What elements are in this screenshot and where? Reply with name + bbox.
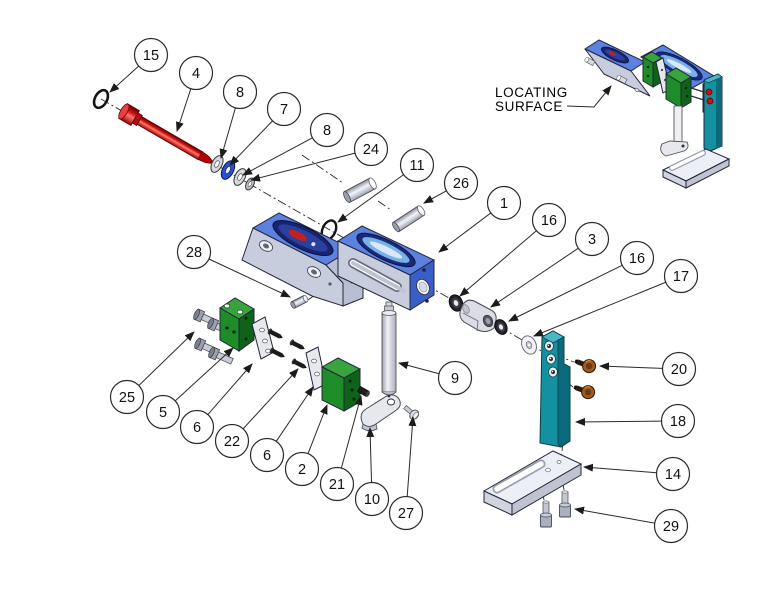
part-16-washer-a xyxy=(448,294,464,312)
part-21-set-screw xyxy=(357,385,370,398)
balloon-16: 16 xyxy=(459,202,567,297)
balloon-number: 6 xyxy=(193,420,201,436)
part-26-pin xyxy=(392,205,426,233)
balloon-number: 29 xyxy=(663,519,679,535)
part-15-o-ring xyxy=(92,88,110,110)
assembled-view xyxy=(583,39,731,189)
part-9-rod xyxy=(381,301,397,396)
balloon-1: 1 xyxy=(438,185,522,253)
flat-screws-a xyxy=(267,328,285,358)
balloon-number: 25 xyxy=(119,390,135,406)
balloon-10: 10 xyxy=(354,427,390,517)
part-4-red-screw xyxy=(118,103,213,164)
balloon-number: 8 xyxy=(323,123,331,139)
balloon-16: 16 xyxy=(508,240,655,322)
balloon-21: 21 xyxy=(319,395,363,502)
balloon-18: 18 xyxy=(575,403,696,439)
part-28-dowel-pin xyxy=(290,294,309,309)
balloon-29: 29 xyxy=(574,506,689,544)
balloon-20: 20 xyxy=(599,351,697,387)
balloon-number: 8 xyxy=(236,85,244,101)
locating-surface-line1: LOCATING xyxy=(495,85,568,100)
balloon-25: 25 xyxy=(109,331,195,415)
balloon-27: 27 xyxy=(388,416,424,531)
part-27-screw xyxy=(403,404,420,420)
part-pin-upper xyxy=(343,177,377,203)
balloon-number: 20 xyxy=(671,362,687,378)
balloon-number: 4 xyxy=(192,66,200,82)
part-5-green-block xyxy=(219,297,255,352)
balloon-8: 8 xyxy=(242,112,345,176)
balloon-number: 26 xyxy=(453,176,469,192)
balloon-number: 22 xyxy=(224,434,240,450)
balloon-26: 26 xyxy=(423,165,479,204)
balloon-layer: 15 4 8 7 8 24 11 26 1 16 3 16 17 20 18 14 29 28 25 5 6 22 6 2 21… xyxy=(109,37,699,544)
balloon-4: 4 xyxy=(176,55,214,132)
balloon-11: 11 xyxy=(337,147,435,223)
locating-surface-line2: SURFACE xyxy=(495,99,563,114)
balloon-number: 6 xyxy=(263,448,271,464)
balloon-5: 5 xyxy=(145,347,234,430)
part-29-screws xyxy=(540,490,571,528)
part-18-column xyxy=(539,330,571,448)
balloon-2: 2 xyxy=(284,404,328,487)
balloon-28: 28 xyxy=(176,234,291,298)
part-3-bracket xyxy=(459,299,497,333)
balloon-number: 1 xyxy=(500,196,508,212)
balloon-number: 27 xyxy=(398,506,414,522)
balloon-number: 7 xyxy=(280,102,288,118)
part-25-cap-screws xyxy=(193,308,234,365)
balloon-number: 28 xyxy=(186,245,202,261)
balloon-number: 5 xyxy=(159,405,167,421)
brand-logo-left xyxy=(272,219,334,257)
balloon-number: 16 xyxy=(629,251,645,267)
part-17-washer xyxy=(521,335,537,355)
part-14-base-plate xyxy=(482,450,583,516)
balloon-3: 3 xyxy=(490,221,610,308)
balloon-number: 11 xyxy=(409,158,424,174)
part-20-bronze-screws xyxy=(573,359,597,400)
balloon-9: 9 xyxy=(398,360,473,396)
balloon-number: 24 xyxy=(363,142,379,158)
part-8-washer-a xyxy=(210,155,224,173)
balloon-7: 7 xyxy=(229,91,302,166)
balloon-number: 3 xyxy=(588,232,596,248)
part-10-clamp-arm xyxy=(360,394,401,432)
balloon-15: 15 xyxy=(109,37,169,93)
balloon-8: 8 xyxy=(219,74,258,159)
part-22-flat-screws xyxy=(289,339,307,369)
locating-surface-annotation: LOCATING SURFACE xyxy=(495,85,612,114)
balloon-number: 16 xyxy=(541,213,557,229)
balloon-6: 6 xyxy=(179,363,253,445)
balloon-number: 10 xyxy=(364,492,380,508)
balloon-14: 14 xyxy=(583,456,691,492)
part-2-green-block xyxy=(320,357,362,412)
balloon-number: 18 xyxy=(670,414,686,430)
balloon-number: 17 xyxy=(673,269,689,285)
balloon-22: 22 xyxy=(214,368,299,459)
balloon-24: 24 xyxy=(250,131,389,182)
balloon-number: 9 xyxy=(451,371,459,387)
part-1-main-body xyxy=(241,212,436,311)
brand-logo-right xyxy=(356,232,416,268)
balloon-number: 21 xyxy=(329,477,345,493)
balloon-number: 2 xyxy=(298,462,306,478)
balloon-number: 14 xyxy=(665,467,681,483)
part-16-washer-b xyxy=(494,319,508,335)
balloon-6: 6 xyxy=(249,386,314,473)
balloon-17: 17 xyxy=(533,258,699,337)
balloon-number: 15 xyxy=(143,48,159,64)
